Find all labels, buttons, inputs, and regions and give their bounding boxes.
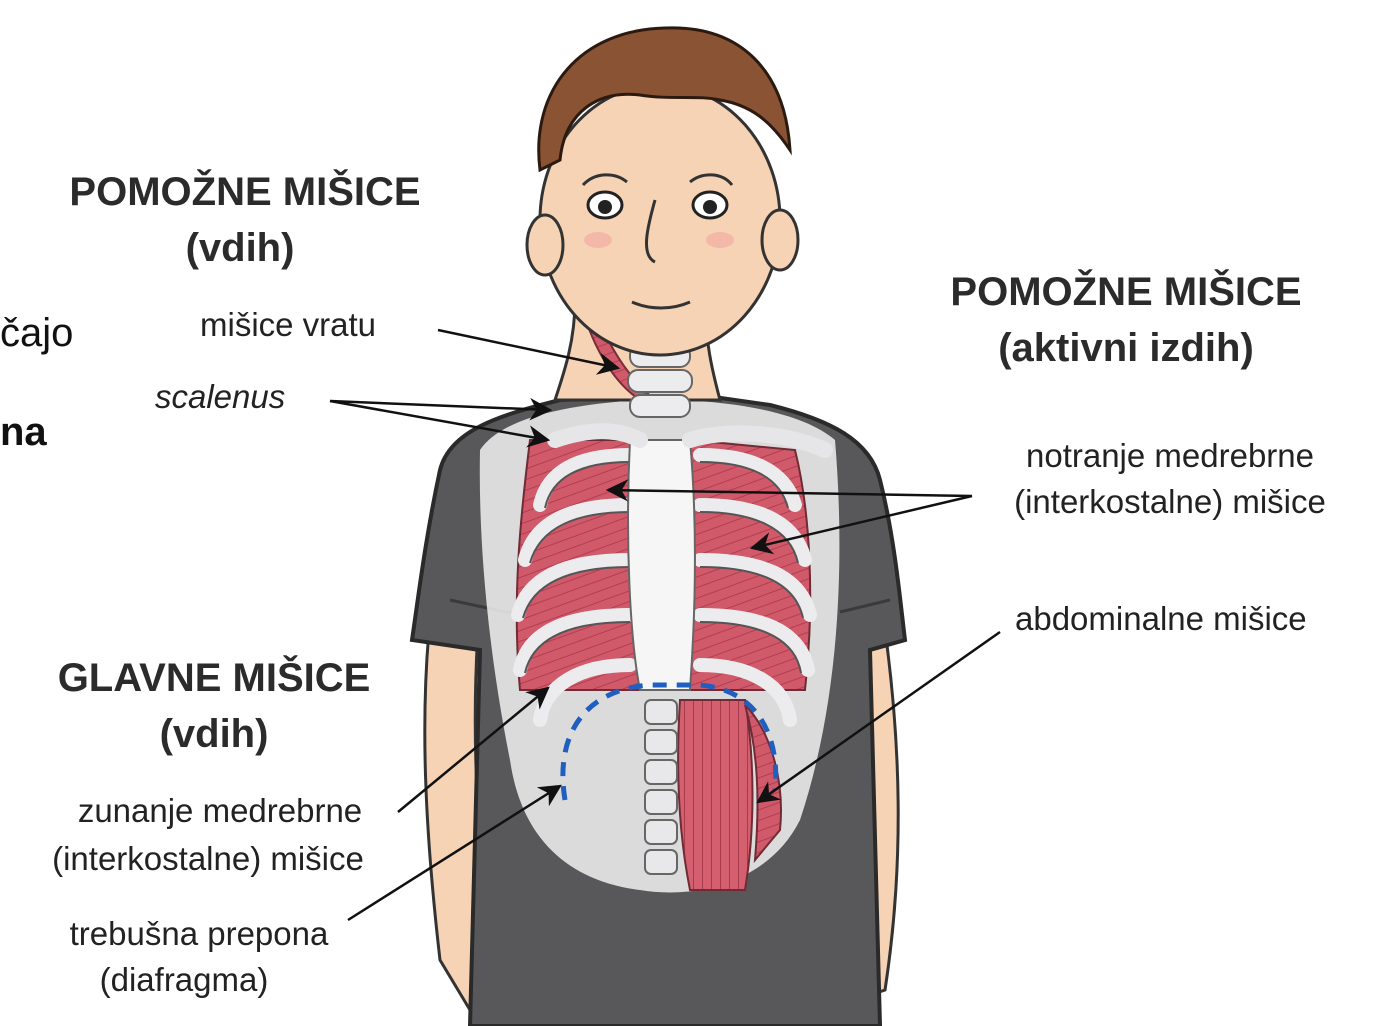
main-inhale-title: GLAVNE MIŠICE: [18, 656, 410, 701]
main-inhale-subtitle: (vdih): [18, 712, 410, 757]
internal-intercostal-label-line2: (interkostalne) mišice: [975, 483, 1365, 520]
accessory-exhale-title: POMOŽNE MIŠICE: [918, 270, 1334, 315]
internal-intercostal-label-line1: notranje medrebrne: [990, 437, 1350, 474]
accessory-inhale-title: POMOŽNE MIŠICE: [40, 170, 450, 215]
abdominal-muscles-label: abdominalne mišice: [1015, 600, 1307, 637]
head: [527, 28, 798, 355]
scalenus-label: scalenus: [155, 378, 285, 415]
neck-muscles-label: mišice vratu: [200, 306, 376, 343]
diaphragm-label-line2: (diafragma): [38, 961, 330, 998]
left-edge-fragment-1: čajo: [0, 311, 73, 356]
left-edge-fragment-2: na: [0, 410, 47, 455]
sternum: [628, 440, 695, 690]
diaphragm-label-line1: trebušna prepona: [38, 915, 360, 952]
external-intercostal-label-line1: zunanje medrebrne: [40, 792, 400, 829]
accessory-inhale-subtitle: (vdih): [40, 226, 440, 271]
accessory-exhale-subtitle: (aktivni izdih): [918, 326, 1334, 371]
external-intercostal-label-line2: (interkostalne) mišice: [12, 840, 404, 877]
